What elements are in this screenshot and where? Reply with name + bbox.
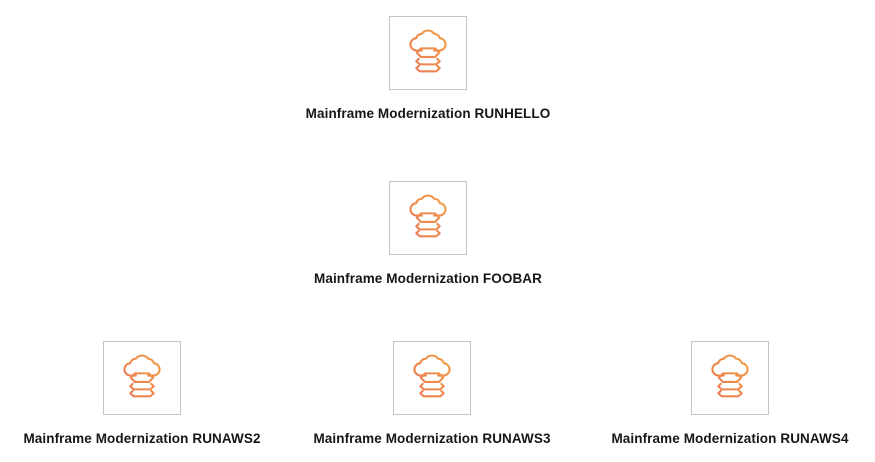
resource-node-runhello[interactable]: Mainframe Modernization RUNHELLO <box>306 16 550 121</box>
resource-icon-box-runaws4[interactable] <box>691 341 769 415</box>
resource-node-runaws2[interactable]: Mainframe Modernization RUNAWS2 <box>23 341 260 446</box>
resource-icon-box-foobar[interactable] <box>389 181 467 255</box>
aws-mainframe-modernization-icon <box>402 27 454 79</box>
resource-node-label-runaws4: Mainframe Modernization RUNAWS4 <box>611 431 849 446</box>
resource-node-runaws3[interactable]: Mainframe Modernization RUNAWS3 <box>313 341 550 446</box>
resource-node-label-runaws3: Mainframe Modernization RUNAWS3 <box>313 431 551 446</box>
aws-mainframe-modernization-icon <box>704 352 756 404</box>
resource-node-foobar[interactable]: Mainframe Modernization FOOBAR <box>314 181 542 286</box>
resource-node-label-foobar: Mainframe Modernization FOOBAR <box>313 271 543 286</box>
resource-node-label-runhello: Mainframe Modernization RUNHELLO <box>305 106 551 121</box>
aws-mainframe-modernization-icon <box>116 352 168 404</box>
aws-mainframe-modernization-icon <box>406 352 458 404</box>
resource-icon-box-runaws3[interactable] <box>393 341 471 415</box>
resource-node-label-runaws2: Mainframe Modernization RUNAWS2 <box>23 431 261 446</box>
resource-node-runaws4[interactable]: Mainframe Modernization RUNAWS4 <box>611 341 848 446</box>
resource-icon-box-runaws2[interactable] <box>103 341 181 415</box>
aws-mainframe-modernization-icon <box>402 192 454 244</box>
resource-icon-box-runhello[interactable] <box>389 16 467 90</box>
